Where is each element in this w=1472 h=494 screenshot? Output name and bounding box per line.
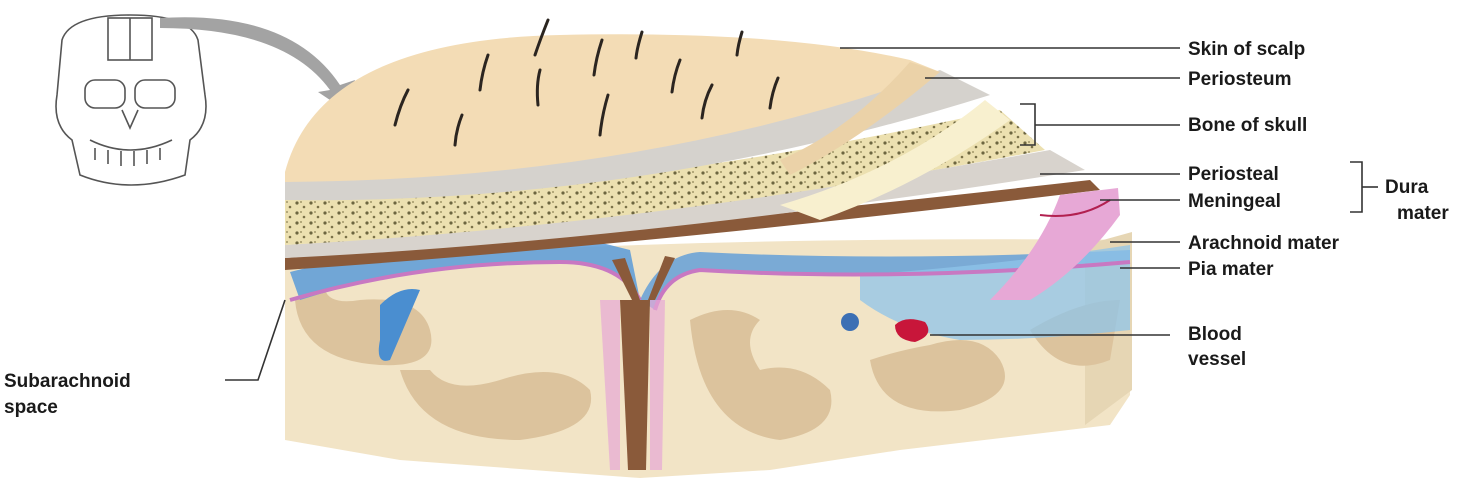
- label-skin-of-scalp: Skin of scalp: [1188, 39, 1305, 60]
- tissue-block: [285, 20, 1132, 478]
- label-periosteal: Periosteal: [1188, 164, 1279, 185]
- skull-icon: [56, 15, 206, 185]
- label-space: space: [4, 397, 58, 418]
- label-vessel: vessel: [1188, 349, 1246, 370]
- label-arachnoid-mater: Arachnoid mater: [1188, 233, 1340, 254]
- label-subarachnoid: Subarachnoid: [4, 371, 131, 392]
- label-bone-of-skull: Bone of skull: [1188, 115, 1307, 136]
- label-periosteum: Periosteum: [1188, 69, 1291, 90]
- label-pia-mater: Pia mater: [1188, 259, 1274, 280]
- label-blood: Blood: [1188, 324, 1242, 345]
- label-meningeal: Meningeal: [1188, 191, 1281, 212]
- label-dura-mater: mater: [1397, 203, 1449, 224]
- label-dura: Dura: [1385, 177, 1429, 198]
- curved-arrow-icon: [160, 17, 355, 110]
